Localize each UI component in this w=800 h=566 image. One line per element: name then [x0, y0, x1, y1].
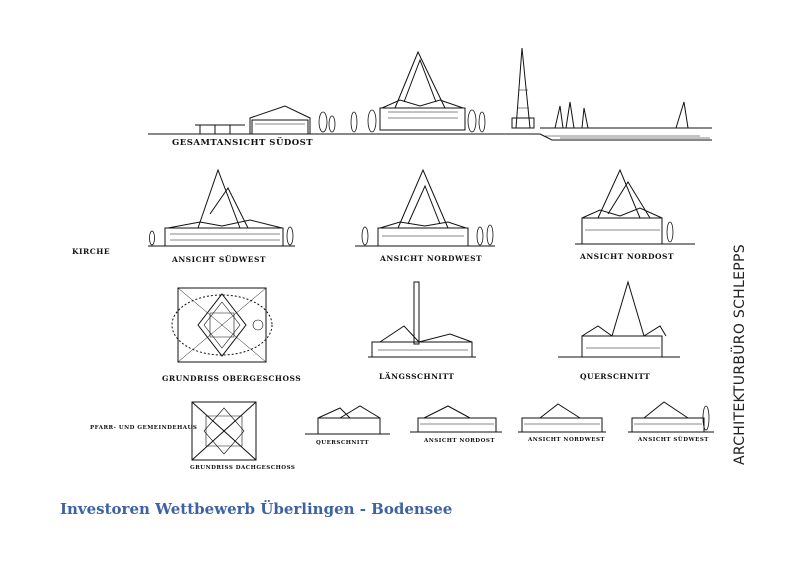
trees-row1 [319, 110, 485, 132]
label-ansicht-nordwest: ANSICHT NORDWEST [380, 254, 483, 263]
label-small-querschnitt: QUERSCHNITT [316, 440, 369, 446]
label-kirche: KIRCHE [72, 247, 111, 256]
parish-roof-plan [192, 402, 256, 460]
label-laengsschnitt: LÄNGSSCHNITT [379, 372, 455, 381]
label-ansicht-nordost: ANSICHT NORDOST [580, 252, 675, 261]
label-ansicht-suedwest: ANSICHT SÜDWEST [172, 255, 266, 264]
upper-floor-plan [172, 288, 272, 362]
office-name: ARCHITEKTURBÜRO SCHLEPPS [732, 244, 748, 465]
church-elevation-no [575, 170, 695, 244]
label-grundriss-dg: GRUNDRISS DACHGESCHOSS [190, 465, 296, 471]
church-elevation-sw [148, 170, 295, 246]
overall-elevation-drawing [148, 48, 712, 140]
parish-elevation-sw [628, 402, 714, 432]
parish-elevation-nw [518, 404, 606, 432]
cross-section [558, 282, 680, 357]
label-small-nordost: ANSICHT NORDOST [424, 438, 495, 444]
parish-cross-section [305, 406, 390, 434]
label-querschnitt: QUERSCHNITT [580, 372, 651, 381]
label-gesamtansicht: GESAMTANSICHT SÜDOST [172, 138, 314, 148]
label-grundriss-og: GRUNDRISS OBERGESCHOSS [162, 374, 302, 383]
label-pfarr: PFARR- UND GEMEINDEHAUS [90, 425, 198, 431]
page-title: Investoren Wettbewerb Überlingen - Boden… [60, 500, 453, 518]
longitudinal-section [368, 282, 476, 357]
label-small-suedwest: ANSICHT SÜDWEST [638, 437, 709, 443]
church-elevation-nw [355, 170, 495, 246]
parish-elevation-no [410, 406, 502, 432]
label-small-nordwest: ANSICHT NORDWEST [528, 437, 606, 443]
